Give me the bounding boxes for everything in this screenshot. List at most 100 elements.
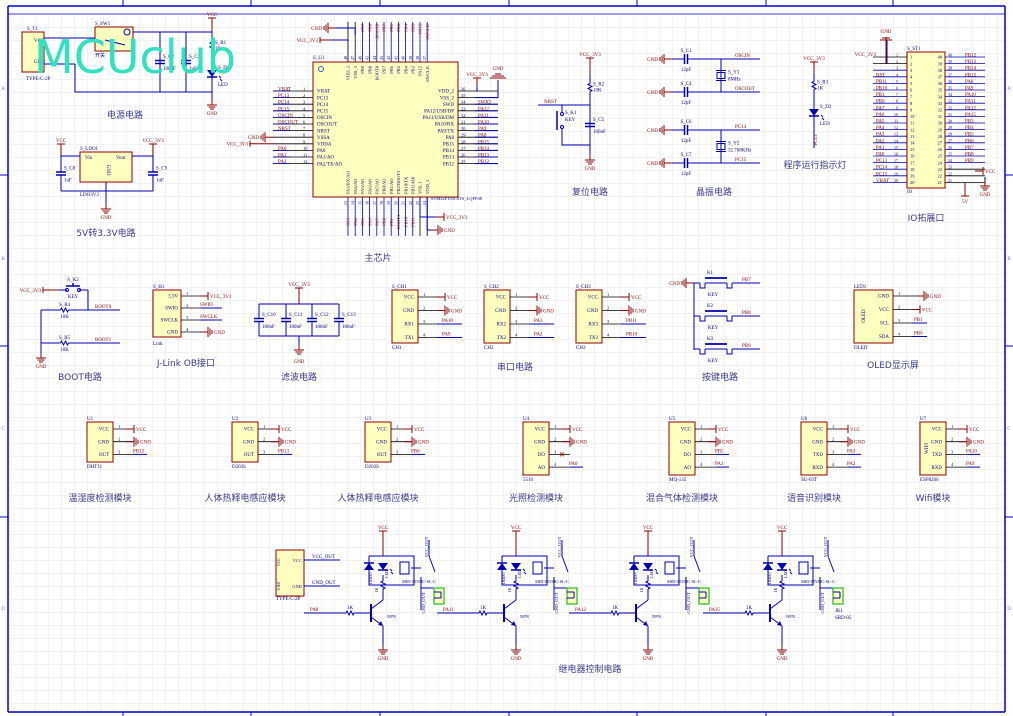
pin-number: 25 — [461, 159, 466, 164]
pin-number: 38 — [415, 56, 420, 60]
ground-symbol-icon: GND — [959, 436, 984, 447]
power-label: VCC — [56, 139, 67, 144]
wire — [767, 555, 814, 586]
part-ref: S_CH1 — [392, 285, 407, 290]
pin-number: 4 — [832, 462, 835, 467]
pin-name: VCC — [293, 558, 302, 563]
part-ref: LED1 — [854, 285, 867, 290]
pin-number: 2 — [396, 437, 398, 442]
gnd-label: GND — [647, 129, 658, 134]
ground-symbol-icon: GND — [200, 327, 225, 337]
net-label: PA2 — [534, 333, 543, 338]
pin-number: 41 — [393, 56, 398, 60]
pin-number: 39 — [948, 59, 952, 64]
power-label: VCC — [447, 296, 458, 301]
gnd-label: GND — [585, 167, 596, 172]
diode-icon: 1N4007 — [629, 562, 639, 584]
key-value: KEY — [708, 326, 719, 331]
typec-body — [275, 549, 305, 597]
led-triangle — [777, 563, 787, 570]
net-label: PA11 — [965, 100, 976, 105]
net-label: PB15 — [965, 73, 977, 78]
wire — [821, 117, 825, 121]
part-name: D203S — [232, 465, 246, 470]
pin-number: 7 — [303, 126, 306, 131]
pin-number: 18 — [910, 167, 915, 172]
emitter-arrow — [378, 621, 383, 626]
pin-number: 20 — [910, 180, 915, 185]
net-label: BOOT1 — [396, 215, 401, 230]
pin-number: 19 — [894, 171, 898, 176]
pin-number: 7 — [910, 94, 913, 99]
resistor-ref: 1K — [480, 606, 487, 611]
pin-name: VCC — [588, 296, 599, 301]
ground-symbol-icon: GND — [430, 225, 455, 235]
power-label: VCC — [985, 170, 996, 175]
pin-name: VSS_3 — [353, 65, 358, 79]
power-label: VCC — [572, 428, 583, 433]
power-label: VCC_3V3 — [297, 39, 319, 44]
net-label: PA1 — [876, 146, 885, 151]
pin-number: 4 — [186, 327, 189, 332]
pin-name: PA0 — [317, 149, 326, 154]
pin-name: GND — [98, 440, 109, 445]
gnd-label: GND — [418, 441, 429, 446]
pin-name: GND — [403, 309, 414, 314]
cap-ref: S_C7 — [680, 153, 692, 158]
net-label: PA4 — [353, 217, 358, 225]
emitter-arrow — [511, 621, 516, 626]
part-name: TYPE-C-2P — [276, 597, 301, 602]
pin-number: 3 — [515, 319, 518, 324]
led-resistor — [512, 575, 520, 595]
power-label: VCC_3V3 — [288, 283, 310, 288]
gnd-label: GND — [248, 136, 259, 141]
wire — [633, 555, 680, 586]
pin-number: 21 — [948, 178, 952, 183]
pin-number: 31 — [948, 112, 952, 117]
pin-name: GND — [931, 440, 942, 445]
npn-transistor-icon: NPN — [634, 599, 662, 627]
part-name: OLED — [854, 346, 868, 351]
gnd-label: GND — [669, 282, 680, 287]
pin-number: 8 — [910, 101, 913, 106]
net-label: SWCLK — [425, 23, 430, 40]
pin-number: 17 — [372, 201, 377, 205]
pin-name: VCC — [276, 558, 281, 567]
pin-name: GND — [276, 582, 281, 591]
pin-name: GND — [878, 295, 889, 300]
pin-name: PA2/TX/AO — [317, 162, 342, 167]
uart-connector — [391, 289, 419, 344]
pin-name: VDD_3 — [346, 65, 351, 80]
net-label: PA9 — [478, 127, 487, 132]
oled-module — [853, 289, 894, 344]
gnd-label: GND — [854, 441, 865, 446]
cap-ref: S_C9 — [156, 167, 168, 172]
cap-value: 12pF — [681, 139, 692, 144]
pin-name: GND — [243, 440, 254, 445]
led-value: LED — [218, 83, 228, 88]
zone-label-right: A — [1007, 87, 1011, 92]
led-icon — [777, 563, 793, 575]
crystal-body — [716, 72, 726, 79]
pin-number: 2 — [898, 305, 900, 310]
pin-number: 23 — [938, 167, 943, 172]
section-title: OLED显示屏 — [867, 360, 919, 371]
cap-ref: S_C8 — [64, 167, 76, 172]
pin-name: Vin — [85, 156, 93, 161]
net-label: PA2 — [278, 160, 287, 165]
pin-number: 4 — [898, 332, 901, 337]
pin-name: GND — [812, 440, 823, 445]
ground-symbol-icon: GND — [647, 87, 672, 97]
wire — [726, 349, 733, 355]
wire — [744, 609, 754, 617]
pin-number: 35 — [461, 93, 466, 98]
wire — [390, 571, 394, 575]
